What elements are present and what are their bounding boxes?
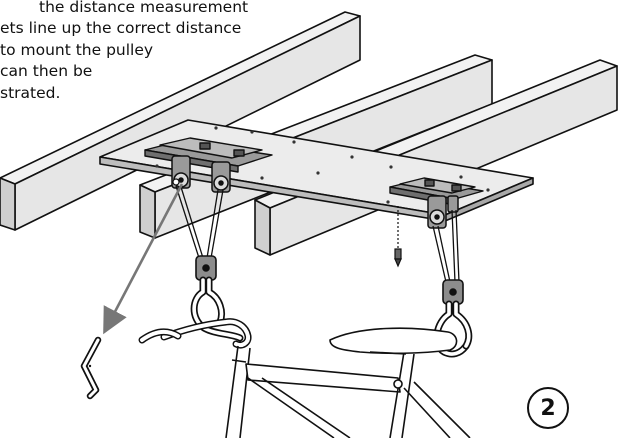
bicycle-down-tube — [247, 377, 351, 438]
step-number-badge: 2 — [527, 387, 569, 429]
bicycle-top-tube — [245, 363, 401, 393]
pulley-right-front — [427, 195, 447, 229]
pulley-left-rear — [211, 161, 231, 193]
bicycle-fork — [225, 345, 251, 438]
rope-left — [175, 185, 224, 259]
bicycle-seat-post — [389, 351, 415, 438]
detail-arrow — [103, 178, 184, 335]
bicycle — [138, 318, 471, 438]
hook-detail — [80, 336, 102, 400]
bicycle-saddle — [329, 327, 458, 355]
screw — [394, 206, 402, 268]
rope-right — [432, 209, 460, 283]
hook-assembly-right — [433, 279, 473, 358]
bicycle-seat-stay — [403, 381, 471, 438]
pulley-right-rear — [447, 195, 459, 213]
